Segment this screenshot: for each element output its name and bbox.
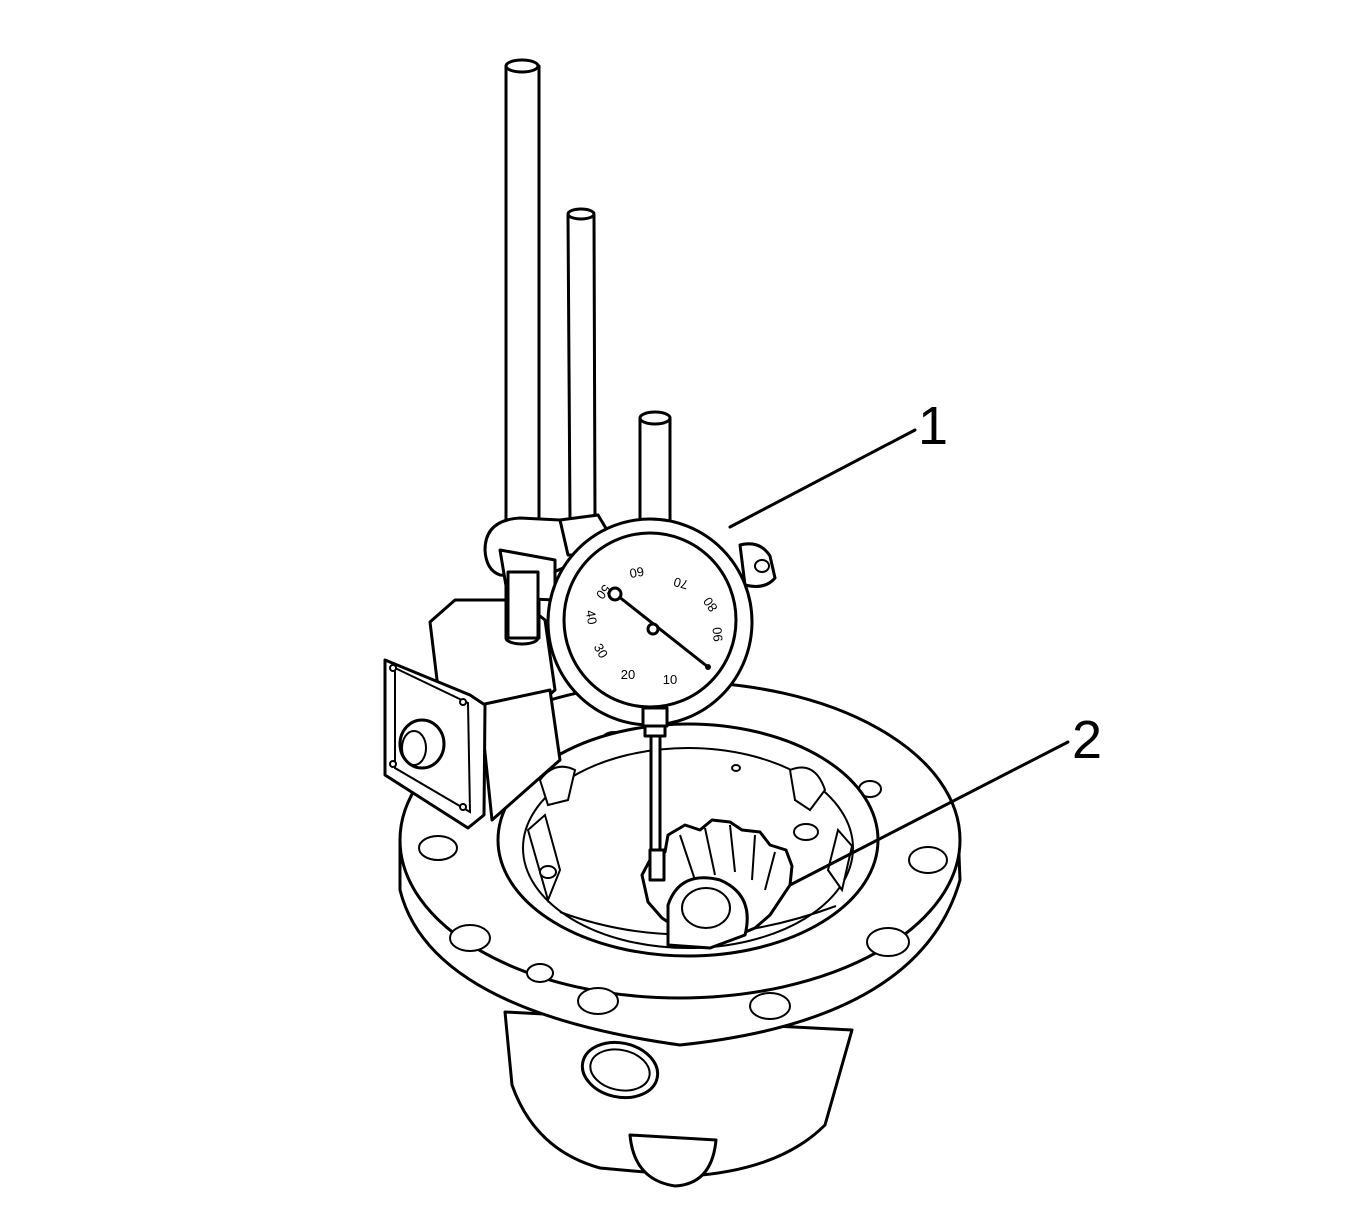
callout-1: 1	[728, 396, 948, 529]
dial-number-40: 40	[583, 609, 600, 626]
dial-needle	[616, 594, 710, 669]
dial-number-20: 20	[621, 667, 635, 682]
dial-number-30: 30	[591, 641, 611, 661]
dial-number-60: 60	[628, 564, 645, 581]
dial-indicator: 10 20 30 40 50 60 70 80 90	[546, 410, 777, 882]
callout-label-1: 1	[918, 396, 948, 456]
dial-number-10: 10	[663, 672, 677, 687]
leader-line-2	[788, 740, 1070, 887]
leader-line-1	[728, 428, 917, 529]
dial-number-80: 80	[700, 594, 721, 614]
callout-2: 2	[788, 710, 1102, 887]
dial-number-90: 90	[709, 627, 725, 643]
dial-number-70: 70	[672, 574, 690, 592]
callout-label-2: 2	[1072, 710, 1102, 770]
side-gear	[640, 818, 794, 950]
indicator-plunger	[649, 734, 662, 858]
dial-scale: 10 20 30 40 50 60 70 80 90	[583, 564, 726, 687]
